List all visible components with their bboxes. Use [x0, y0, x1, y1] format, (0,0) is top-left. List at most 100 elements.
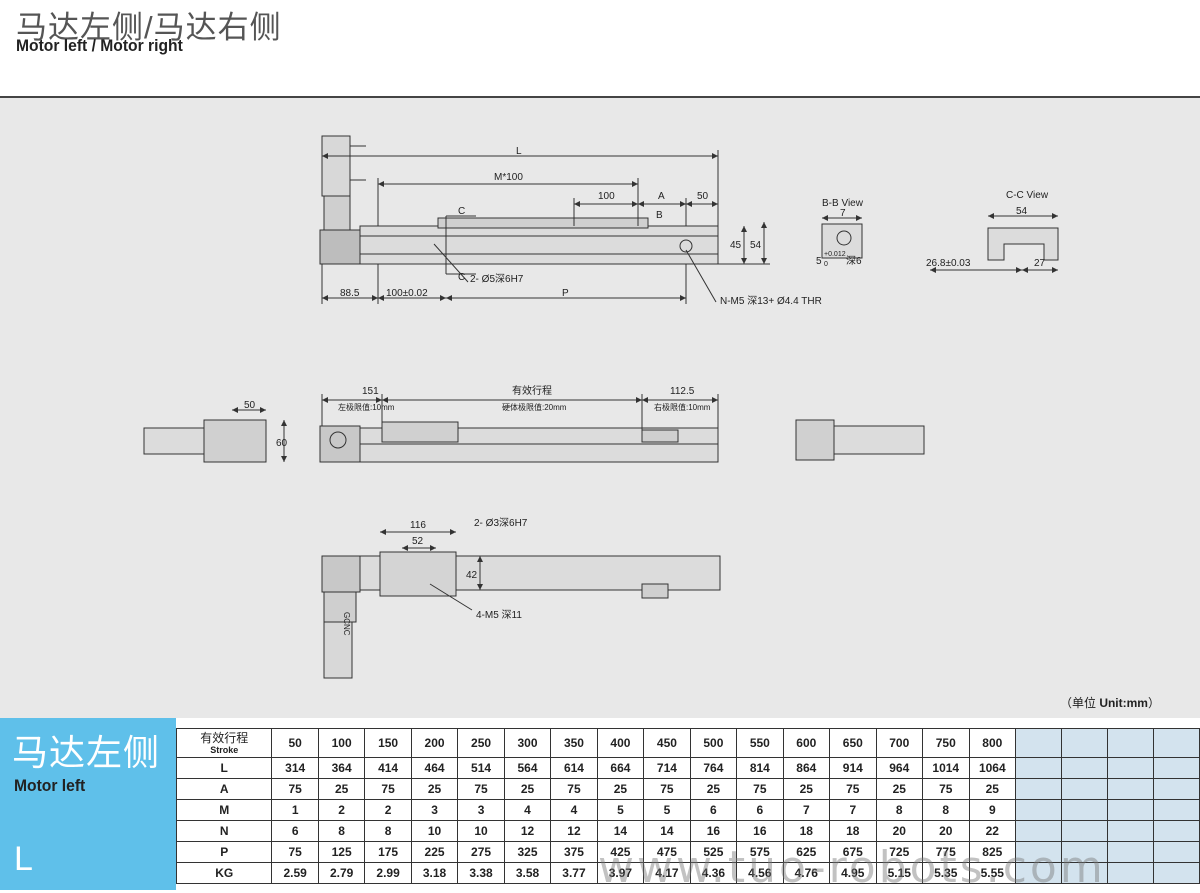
table-title-cn: 马达左侧	[12, 732, 161, 773]
table-cell: 225	[410, 841, 459, 863]
table-cell: 3	[457, 799, 505, 821]
table-cell: 14	[643, 820, 691, 842]
bb-depth: 深6	[846, 255, 862, 267]
table-cell: 25	[968, 778, 1017, 800]
table-cell: 2.99	[364, 862, 412, 884]
table-cell: 75	[364, 778, 412, 800]
row-label: A	[175, 778, 273, 800]
table-cell: 20	[921, 820, 970, 842]
table-cell: 464	[410, 757, 459, 779]
table-cell: 414	[364, 757, 412, 779]
bottom-hole-callout: 2- Ø3深6H7	[474, 517, 528, 529]
table-cell: 175	[364, 841, 412, 863]
stroke-header-cell: 400	[596, 728, 645, 758]
stroke-header-cell: 800	[968, 728, 1017, 758]
blank-cell	[1152, 841, 1200, 863]
table-cell: 3	[410, 799, 459, 821]
bottom-dim-116: 116	[410, 520, 426, 531]
blank-cell	[1061, 799, 1108, 821]
dim-L: L	[516, 146, 522, 157]
table-cell: 575	[736, 841, 784, 863]
stroke-header-cell: 100	[317, 728, 366, 758]
side-view	[143, 394, 925, 463]
table-cell: 14	[596, 820, 645, 842]
table-cell: 2.79	[317, 862, 366, 884]
stroke-header-cell: 600	[782, 728, 831, 758]
thread-callout: N-M5 深13+ Ø4.4 THR	[720, 295, 822, 307]
cc-dim-26-8: 26.8±0.03	[926, 258, 971, 269]
table-title-letter: L	[14, 840, 33, 878]
table-cell: 514	[457, 757, 505, 779]
table-cell: 6	[689, 799, 738, 821]
cc-view	[930, 213, 1059, 273]
label-C-top: C	[458, 206, 465, 217]
table-cell: 664	[596, 757, 645, 779]
stroke-header-cell: 500	[689, 728, 738, 758]
bb-view-title: B-B View	[822, 198, 864, 209]
row-label: M	[175, 799, 273, 821]
table-cell: 75	[271, 778, 319, 800]
blank-cell	[1061, 757, 1108, 779]
blank-cell	[1152, 820, 1200, 842]
blank-cell	[1152, 757, 1200, 779]
table-cell: 25	[596, 778, 645, 800]
table-cell: 8	[875, 799, 923, 821]
table-cell: 10	[410, 820, 459, 842]
table-cell: 814	[736, 757, 784, 779]
table-cell: 564	[503, 757, 552, 779]
table-cell: 12	[550, 820, 598, 842]
table-cell: 75	[271, 841, 319, 863]
table-cell: 12	[503, 820, 552, 842]
row-label: KG	[175, 862, 273, 884]
unit-note-en: Unit:mm	[1099, 696, 1148, 710]
stroke-header-cell: 150	[364, 728, 412, 758]
blank-cell	[1106, 728, 1154, 758]
label-C-bottom: C	[458, 272, 465, 283]
side-dim-151: 151	[362, 386, 379, 397]
bb-tol: +0.012	[824, 251, 846, 258]
stroke-header-cell: 350	[550, 728, 598, 758]
table-cell: 375	[550, 841, 598, 863]
stroke-header-cell: 650	[829, 728, 877, 758]
page-title-en: Motor left / Motor right	[16, 36, 183, 55]
row-label: N	[175, 820, 273, 842]
stroke-header-cell: 200	[410, 728, 459, 758]
table-cell: 75	[643, 778, 691, 800]
dim-45: 45	[730, 240, 742, 251]
table-cell: 3.77	[550, 862, 598, 884]
table-cell: 3.97	[596, 862, 645, 884]
table-cell: 725	[875, 841, 923, 863]
blank-cell	[1106, 799, 1154, 821]
dim-100: 100	[598, 191, 615, 202]
unit-note-close: ）	[1147, 696, 1160, 710]
bottom-view	[321, 529, 721, 679]
blank-cell	[1152, 862, 1200, 884]
stroke-label-en: Stroke	[210, 744, 239, 755]
blank-cell	[1015, 778, 1063, 800]
table-cell: 864	[782, 757, 831, 779]
table-cell: 25	[875, 778, 923, 800]
table-cell: 25	[782, 778, 831, 800]
table-title-en: Motor left	[14, 776, 86, 795]
cc-dim-54: 54	[1016, 206, 1028, 217]
blank-cell	[1061, 778, 1108, 800]
table-cell: 16	[689, 820, 738, 842]
table-cell: 5	[596, 799, 645, 821]
side-dim-60: 60	[276, 438, 288, 449]
right-limit: 右极限值:10mm	[654, 402, 711, 412]
dim-P: P	[562, 288, 569, 299]
table-cell: 3.38	[457, 862, 505, 884]
blank-cell	[1015, 820, 1063, 842]
table-cell: 8	[317, 820, 366, 842]
stroke-header-cell: 700	[875, 728, 923, 758]
table-cell: 75	[457, 778, 505, 800]
dim-100-tol: 100±0.02	[386, 288, 428, 299]
bb-tol-base: 0	[824, 261, 828, 268]
dim-A: A	[658, 191, 665, 202]
dim-50: 50	[697, 191, 709, 202]
table-cell: 8	[364, 820, 412, 842]
page-title-cn: 马达左侧/马达右侧	[16, 10, 282, 45]
